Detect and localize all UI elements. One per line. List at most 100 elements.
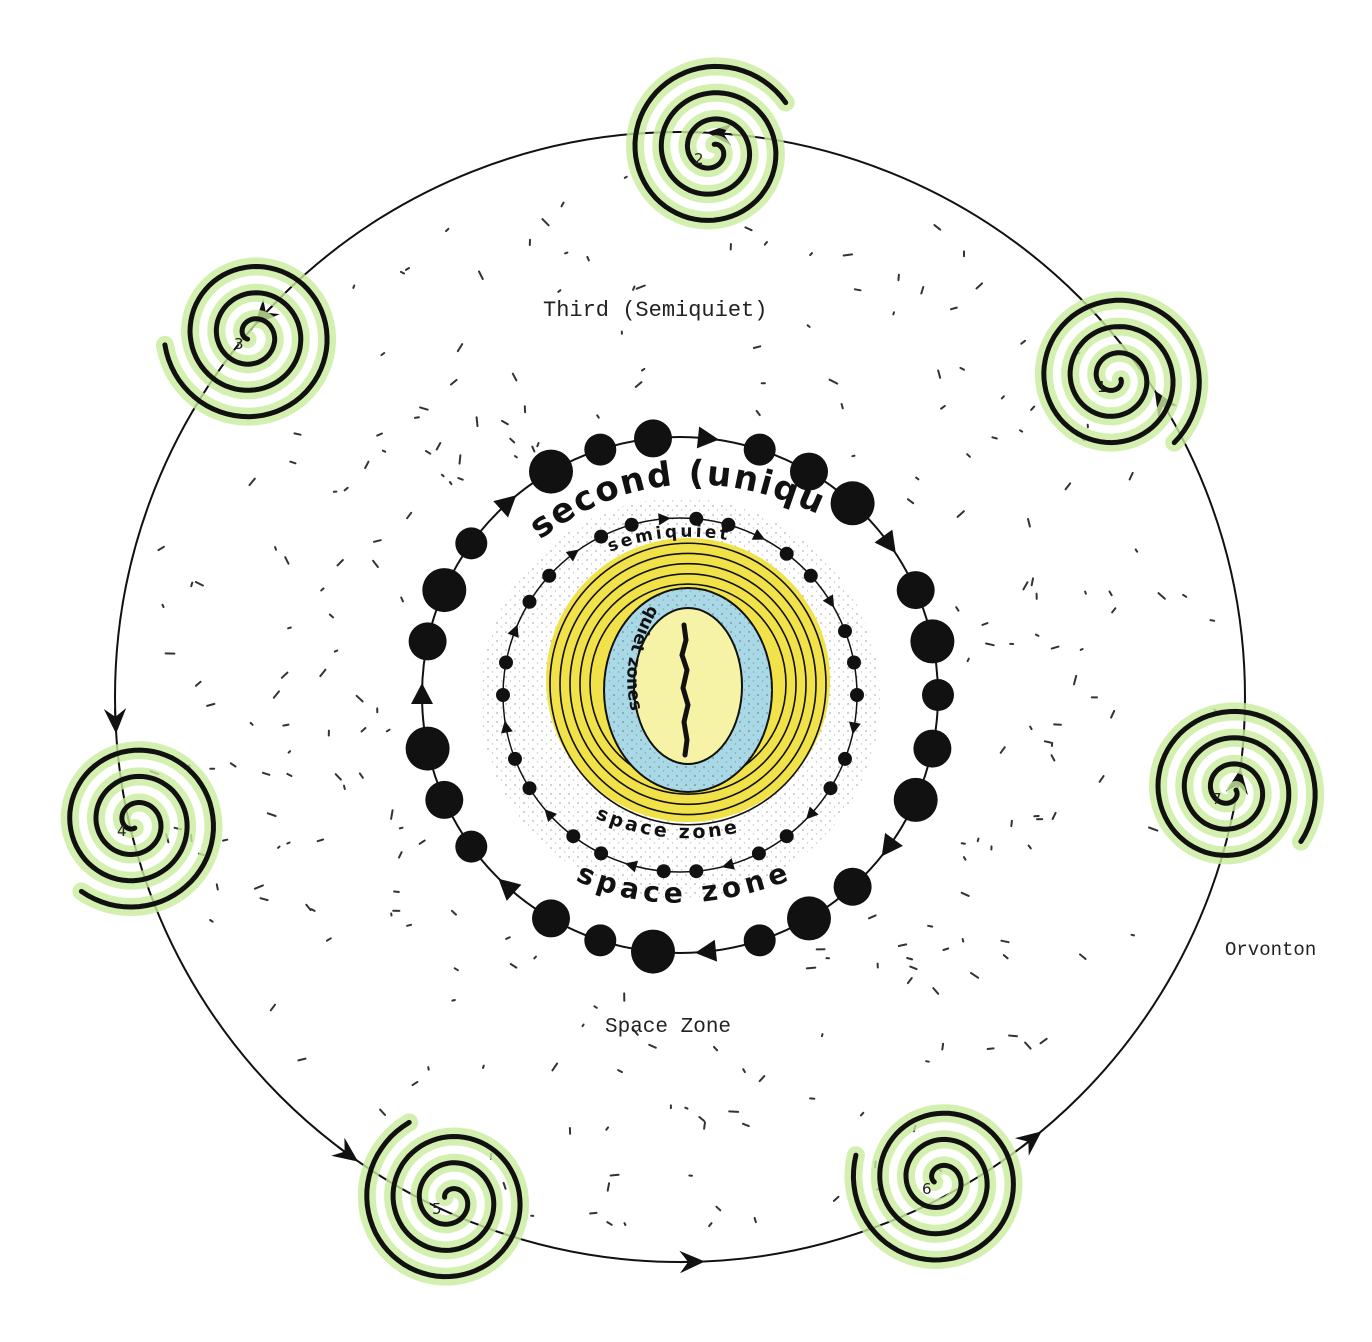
dust-speck — [261, 898, 268, 900]
dust-speck — [977, 283, 983, 288]
dust-speck — [1030, 727, 1032, 730]
dark-body — [406, 727, 450, 771]
dust-speck — [1001, 941, 1008, 943]
dust-speck — [743, 1124, 749, 1126]
dust-speck — [1081, 649, 1083, 650]
orbit-direction-triangle — [697, 427, 719, 449]
dust-speck — [542, 219, 548, 225]
dust-speck — [479, 272, 483, 280]
dust-speck — [963, 939, 964, 942]
dust-speck — [510, 439, 514, 443]
dust-speck — [986, 644, 994, 646]
spiral-number: 2 — [694, 150, 704, 168]
dust-speck — [250, 479, 255, 485]
dust-speck — [941, 406, 945, 409]
dust-speck — [407, 925, 411, 926]
dust-speck — [709, 1223, 711, 1226]
orbit-arrow — [718, 133, 732, 134]
dust-speck — [1159, 593, 1165, 599]
dark-body — [894, 778, 938, 822]
dust-speck — [255, 885, 263, 888]
dust-speck — [1110, 592, 1112, 596]
dust-speck — [1002, 396, 1004, 398]
dust-speck — [298, 1059, 305, 1061]
dust-speck — [967, 454, 970, 457]
dust-speck — [1011, 821, 1012, 826]
dust-speck — [642, 369, 644, 371]
dust-speck — [760, 1076, 765, 1081]
spiral-number: 4 — [117, 822, 127, 840]
dust-speck — [618, 1070, 622, 1072]
dust-speck — [278, 847, 280, 848]
dust-speck — [716, 1207, 720, 1211]
dust-speck — [394, 892, 399, 893]
orvonton-label: Orvonton — [1225, 939, 1316, 961]
dust-speck — [590, 1213, 596, 1214]
dust-speck — [1183, 595, 1186, 597]
dust-speck — [934, 225, 940, 230]
dust-speck — [1036, 635, 1038, 636]
dust-speck — [834, 1197, 839, 1201]
dust-speck — [1066, 483, 1071, 489]
dust-speck — [426, 451, 430, 454]
dust-speck — [345, 488, 348, 491]
dust-speck — [978, 839, 979, 842]
small-body — [508, 752, 522, 766]
dust-speck — [844, 254, 852, 255]
dust-speck — [1112, 608, 1115, 612]
dust-speck — [377, 434, 382, 436]
dust-speck — [943, 949, 948, 951]
dust-speck — [344, 786, 345, 789]
dust-speck — [916, 478, 918, 480]
dust-speck — [808, 325, 810, 327]
dust-speck — [893, 312, 894, 314]
dust-speck — [960, 368, 964, 370]
dark-body — [910, 619, 954, 663]
dust-speck — [1025, 1043, 1031, 1049]
dust-speck — [231, 763, 236, 766]
outer-space-zone-label: Space Zone — [605, 1016, 731, 1039]
dust-speck — [391, 810, 393, 819]
dust-speck — [926, 1061, 929, 1062]
small-body — [838, 752, 852, 766]
dust-speck — [637, 286, 645, 289]
dust-speck — [729, 1111, 738, 1112]
dust-speck — [1085, 592, 1086, 594]
dust-speck — [420, 841, 425, 844]
orbit-direction-triangle — [695, 940, 717, 962]
dust-speck — [822, 1034, 823, 1036]
spiral-number: 6 — [922, 1180, 932, 1198]
dust-speck — [1032, 578, 1033, 585]
dust-speck — [765, 242, 767, 245]
spiral-6: 6 — [853, 1113, 1013, 1260]
dust-speck — [196, 682, 201, 686]
dust-speck — [565, 253, 567, 254]
dust-speck — [537, 443, 538, 446]
dust-speck — [511, 964, 517, 968]
dark-body — [425, 781, 463, 819]
dust-speck — [1149, 828, 1157, 831]
dust-speck — [636, 382, 642, 387]
dust-speck — [1080, 954, 1086, 959]
spiral-number: 1 — [1097, 378, 1107, 396]
dust-speck — [745, 227, 751, 230]
dust-speck — [451, 380, 457, 385]
dust-speck — [958, 511, 964, 517]
dust-speck — [1031, 407, 1034, 410]
spiral-3: 3 — [165, 267, 327, 417]
dust-speck — [685, 1108, 687, 1109]
spiral-number: 5 — [432, 1200, 442, 1218]
dust-speck — [534, 957, 536, 959]
dust-speck — [399, 852, 402, 857]
dust-speck — [362, 728, 366, 732]
dust-speck — [210, 920, 213, 922]
dust-speck — [336, 774, 341, 779]
dust-speck — [1021, 341, 1025, 344]
dust-speck — [1130, 473, 1133, 480]
dust-speck — [295, 433, 301, 434]
dust-speck — [587, 257, 589, 261]
dust-speck — [320, 670, 325, 676]
dust-speck — [908, 978, 912, 983]
dust-speck — [704, 1122, 705, 1129]
